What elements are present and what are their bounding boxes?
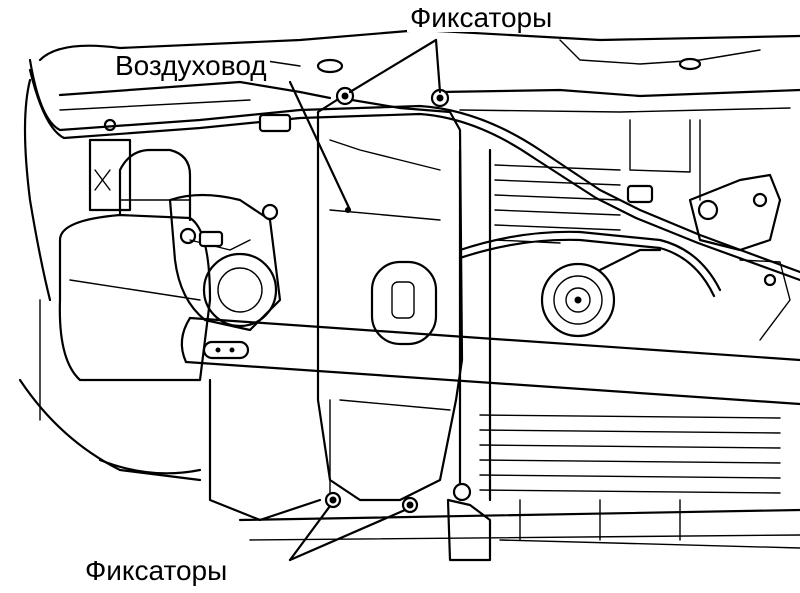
leader-bottom-left [288,504,332,562]
upper-body-panels [38,28,800,201]
left-motor [168,193,282,332]
lower-area [208,378,800,549]
leader-duct [288,80,352,212]
label-air-duct: Воздуховод [112,52,270,80]
radiator [446,148,781,562]
cross-member [180,316,800,406]
bottom-fasteners [324,491,419,514]
horn [540,248,662,338]
leader-top-left [348,38,438,94]
label-top-fasteners: Фиксаторы [407,4,556,32]
leader-bottom-right [288,508,407,562]
label-bottom-fasteners: Фиксаторы [82,557,231,585]
leader-top-right [434,38,442,94]
right-bracket [688,173,791,341]
air-duct [316,96,464,502]
top-fasteners [316,57,702,108]
wiring [28,58,800,298]
left-structure [18,78,212,482]
leader-lines [288,38,442,562]
